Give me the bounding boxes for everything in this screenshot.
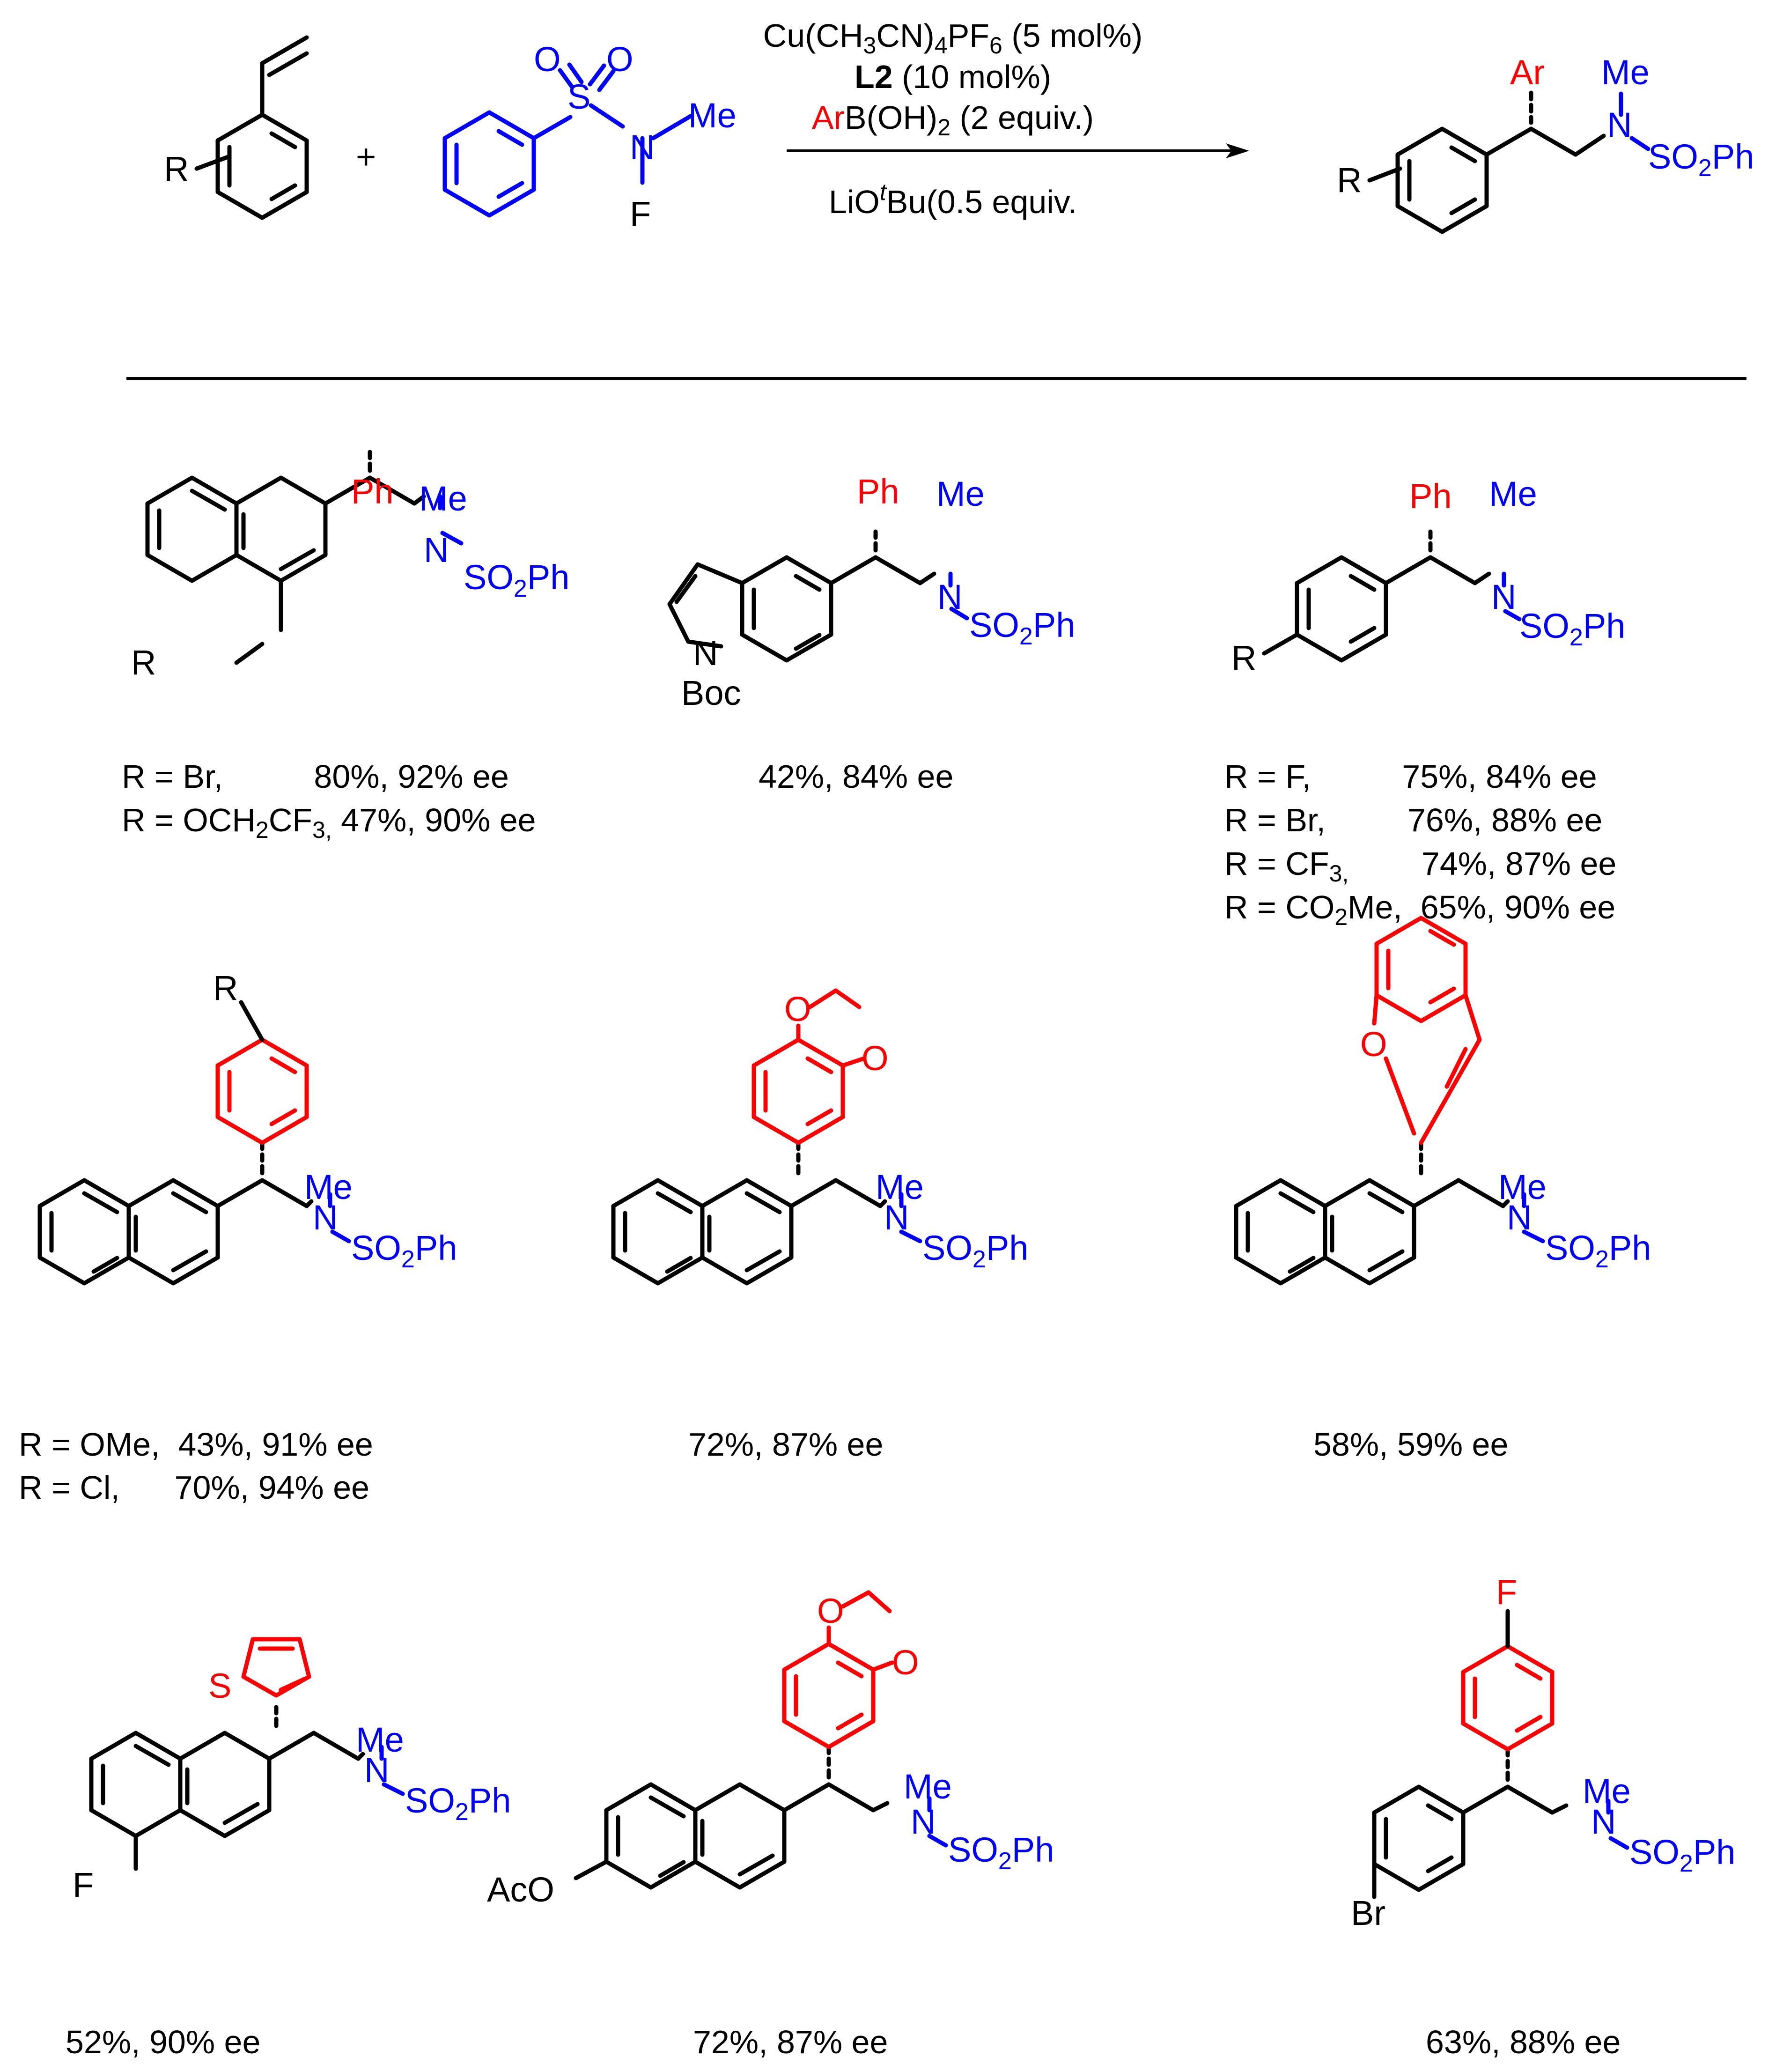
- c7-result: 52%, 90% ee: [66, 2024, 260, 2060]
- product-n: N: [1607, 105, 1632, 144]
- c3-ph: Ph: [1409, 477, 1452, 516]
- c9-n: N: [1591, 1802, 1616, 1841]
- c4-so2ph: SO2Ph: [351, 1228, 457, 1273]
- c4-result-1: R = OMe, 43%, 91% ee: [19, 1426, 373, 1463]
- reagent-me: Me: [688, 96, 737, 135]
- c4-n: N: [313, 1198, 338, 1237]
- c3-so2ph: SO2Ph: [1519, 607, 1625, 651]
- c5-me: Me: [876, 1168, 924, 1206]
- condition-ligand: L2 (10 mol%): [855, 59, 1051, 95]
- c6-result: 58%, 59% ee: [1313, 1426, 1508, 1463]
- c8-me: Me: [904, 1767, 952, 1806]
- c5-o1: O: [784, 990, 811, 1029]
- c3-result-3: R = CF3, 74%, 87% ee: [1224, 845, 1616, 887]
- c7-so2ph: SO2Ph: [405, 1781, 511, 1826]
- general-product: Ar Me N SO2Ph R: [1337, 53, 1754, 234]
- c3-result-1: R = F, 75%, 84% ee: [1224, 758, 1597, 795]
- c8-o1: O: [817, 1591, 844, 1630]
- c8-o2: O: [892, 1643, 919, 1682]
- reaction-arrowhead: [1226, 143, 1249, 158]
- reagent-n: N: [630, 128, 655, 167]
- c6-me: Me: [1498, 1168, 1547, 1206]
- c1-ph: Ph: [351, 472, 394, 511]
- c7-s: S: [208, 1666, 231, 1705]
- product-ar: Ar: [1510, 53, 1545, 92]
- product-so2ph: SO2Ph: [1648, 137, 1754, 182]
- c2-n2: N: [937, 577, 962, 616]
- conditions: Cu(CH3CN)4PF6 (5 mol%) L2 (10 mol%) ArB(…: [763, 17, 1249, 220]
- compound-5: O O Me N SO2Ph: [611, 988, 1028, 1286]
- c4-r: R: [213, 969, 238, 1007]
- c5-n: N: [884, 1198, 909, 1237]
- c8-result: 72%, 87% ee: [693, 2024, 888, 2060]
- condition-catalyst: Cu(CH3CN)4PF6 (5 mol%): [763, 17, 1143, 59]
- nfsi-reagent: S O O N Me F: [442, 40, 737, 233]
- c9-so2ph: SO2Ph: [1629, 1833, 1735, 1877]
- c5-so2ph: SO2Ph: [922, 1228, 1028, 1273]
- c7-n: N: [364, 1751, 389, 1790]
- c5-o2: O: [862, 1039, 889, 1078]
- c6-so2ph: SO2Ph: [1545, 1228, 1651, 1273]
- compound-7: S Me N SO2Ph F: [73, 1637, 511, 1904]
- c8-n: N: [911, 1802, 936, 1841]
- c2-boc: Boc: [681, 673, 741, 712]
- c2-result: 42%, 84% ee: [759, 758, 953, 795]
- condition-base: LiOtBu(0.5 equiv.: [829, 179, 1077, 220]
- product-me: Me: [1601, 53, 1650, 92]
- c1-r: R: [131, 643, 156, 682]
- c9-me: Me: [1583, 1772, 1631, 1811]
- c7-f: F: [73, 1865, 94, 1904]
- c2-ph: Ph: [857, 472, 899, 511]
- c3-r: R: [1231, 638, 1256, 677]
- c1-result-1: R = Br, 80%, 92% ee: [122, 758, 509, 795]
- product-r: R: [1337, 161, 1362, 200]
- c2-n: N: [693, 634, 718, 673]
- c8-so2ph: SO2Ph: [948, 1830, 1054, 1875]
- reagent-o1: O: [534, 40, 561, 79]
- c5-result: 72%, 87% ee: [688, 1426, 883, 1463]
- c2-so2ph: SO2Ph: [969, 606, 1075, 650]
- reagent-s: S: [567, 77, 590, 116]
- c1-so2ph: SO2Ph: [464, 558, 569, 602]
- compound-2: N Boc Ph Me N SO2Ph: [667, 472, 1075, 712]
- c1-result-2: R = OCH2CF3, 47%, 90% ee: [122, 802, 536, 843]
- plus-sign: +: [356, 137, 376, 176]
- c4-me: Me: [304, 1168, 353, 1206]
- c3-me: Me: [1489, 474, 1537, 513]
- compound-3: Ph Me N SO2Ph R: [1231, 474, 1625, 677]
- compound-6: O Me N SO2Ph: [1234, 916, 1651, 1286]
- compound-4: R Me N SO2Ph: [37, 969, 457, 1286]
- c3-result-2: R = Br, 76%, 88% ee: [1224, 802, 1602, 838]
- c1-me: Me: [419, 479, 467, 518]
- c7-me: Me: [356, 1720, 404, 1759]
- c2-me: Me: [936, 474, 985, 513]
- compound-1: Ph Me N SO2Ph R: [131, 450, 569, 682]
- reagent-f: F: [630, 194, 651, 233]
- c8-aco: AcO: [487, 1870, 554, 1909]
- styrene-substrate: R: [164, 35, 309, 220]
- compound-9: F Me N SO2Ph Br: [1351, 1573, 1735, 1932]
- compound-8: O O Me N SO2Ph AcO: [487, 1590, 1054, 1909]
- reagent-o2: O: [606, 40, 634, 79]
- c4-result-2: R = Cl, 70%, 94% ee: [19, 1469, 369, 1506]
- substrate-r: R: [164, 149, 189, 188]
- c3-result-4: R = CO2Me, 65%, 90% ee: [1224, 889, 1615, 930]
- c1-n: N: [424, 531, 449, 570]
- c9-result: 63%, 88% ee: [1426, 2024, 1621, 2060]
- c9-br: Br: [1351, 1894, 1385, 1932]
- condition-boronic-acid: ArB(OH)2 (2 equiv.): [812, 99, 1094, 141]
- c9-f: F: [1496, 1573, 1517, 1612]
- c6-n: N: [1507, 1198, 1532, 1237]
- c3-n: N: [1491, 577, 1516, 616]
- c6-o: O: [1360, 1025, 1387, 1064]
